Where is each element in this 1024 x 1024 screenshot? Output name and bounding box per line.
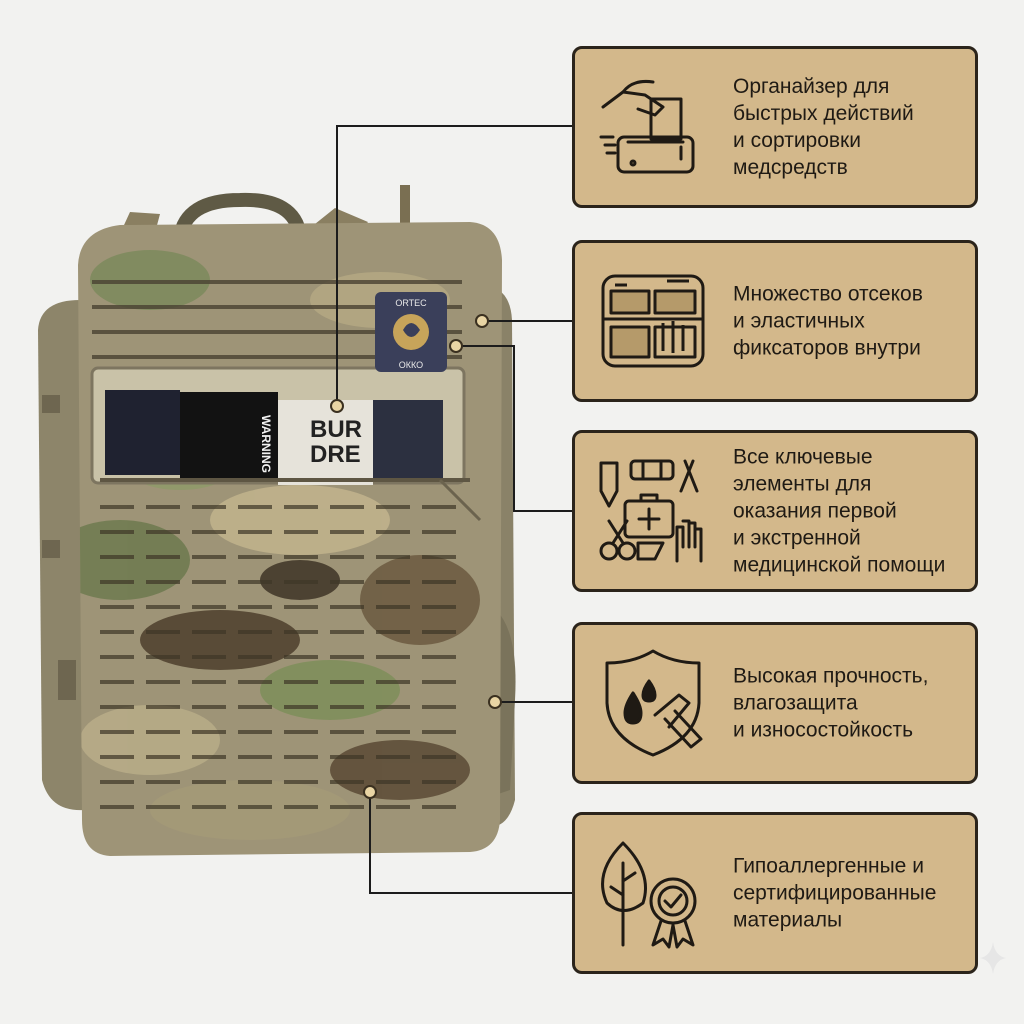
patch-bottom-text: ОККО bbox=[399, 360, 423, 370]
connector-3 bbox=[456, 345, 572, 512]
feature-text-durability: Высокая прочность, влагозащита и износос… bbox=[733, 664, 929, 742]
feature-text-organizer: Органайзер для быстрых действий и сортир… bbox=[733, 75, 914, 179]
feature-text-first-aid: Все ключевые элементы для оказания перво… bbox=[733, 445, 946, 577]
window-card-title-line1: BUR bbox=[310, 416, 362, 443]
feature-text-materials: Гипоаллергенные и сертифицированные мате… bbox=[733, 854, 937, 932]
window-warning-label: WARNING bbox=[259, 415, 273, 473]
marker-dot-4 bbox=[488, 695, 502, 709]
marker-dot-1 bbox=[330, 399, 344, 413]
window-card-title-line2: DRE bbox=[310, 441, 361, 468]
leaf-certified-badge-icon bbox=[593, 833, 713, 953]
shield-water-hammer-icon bbox=[593, 643, 713, 763]
open-organizer-compartments-icon bbox=[593, 261, 713, 381]
marker-dot-5 bbox=[363, 785, 377, 799]
feature-card-first-aid: Все ключевые элементы для оказания перво… bbox=[572, 430, 978, 592]
patch-top-text: ORTEC bbox=[395, 298, 427, 308]
sparkle-icon bbox=[980, 942, 1006, 974]
medical-patch: ORTEC ОККО bbox=[375, 292, 447, 372]
feature-card-organizer: Органайзер для быстрых действий и сортир… bbox=[572, 46, 978, 208]
marker-dot-2 bbox=[475, 314, 489, 328]
connector-5 bbox=[369, 792, 572, 894]
medical-supplies-icon bbox=[593, 451, 713, 571]
feature-card-compartments: Множество отсеков и эластичных фиксаторо… bbox=[572, 240, 978, 402]
feature-card-durability: Высокая прочность, влагозащита и износос… bbox=[572, 622, 978, 784]
feature-text-compartments: Множество отсеков и эластичных фиксаторо… bbox=[733, 282, 923, 360]
marker-dot-3 bbox=[449, 339, 463, 353]
hand-inserting-card-icon bbox=[593, 67, 713, 187]
feature-card-materials: Гипоаллергенные и сертифицированные мате… bbox=[572, 812, 978, 974]
connector-1 bbox=[336, 125, 572, 406]
